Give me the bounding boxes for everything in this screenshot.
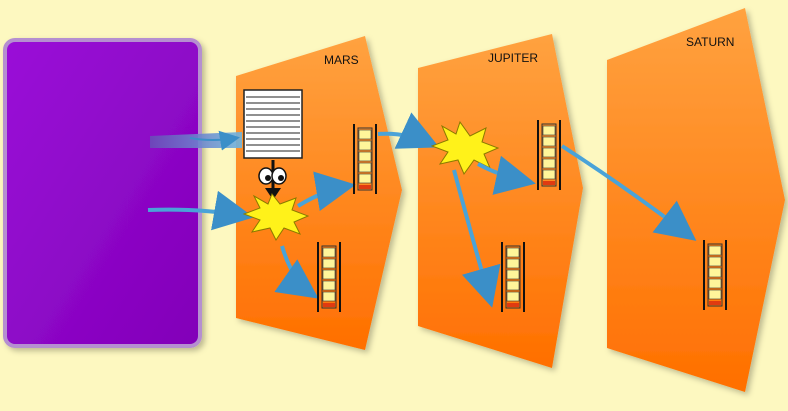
starburst-icon <box>242 193 310 241</box>
googly-eyes-icon <box>258 160 287 200</box>
stage-saturn-label: SATURN <box>686 35 734 49</box>
arrow-burst-to-meter-bottom <box>274 245 319 299</box>
stage-jupiter: JUPITER <box>418 34 583 368</box>
level-meter-icon <box>317 242 341 312</box>
level-meter-icon <box>353 124 377 194</box>
stage-jupiter-label: JUPITER <box>488 51 538 65</box>
arrow-mars-to-jupiter <box>377 112 440 149</box>
starburst-icon <box>430 120 500 176</box>
stage-saturn-shape <box>607 8 785 392</box>
level-meter-icon <box>501 242 525 312</box>
level-meter-icon <box>703 240 727 310</box>
arrow-jupiter-burst-to-meter-bottom <box>452 169 501 308</box>
level-meter-icon <box>537 120 561 190</box>
source-block <box>3 38 202 348</box>
stage-jupiter-shape <box>418 34 583 368</box>
arrow-jupiter-burst-to-meter-top <box>477 155 536 195</box>
stage-saturn: SATURN <box>607 8 785 392</box>
arrow-jupiter-to-saturn <box>560 144 697 241</box>
document-stack-icon <box>243 89 303 159</box>
stage-mars-label: MARS <box>324 53 359 67</box>
input-stream-arrow-tip <box>189 130 240 151</box>
arrow-burst-to-meter-top <box>296 171 356 211</box>
input-arrow-to-burst <box>147 190 254 231</box>
